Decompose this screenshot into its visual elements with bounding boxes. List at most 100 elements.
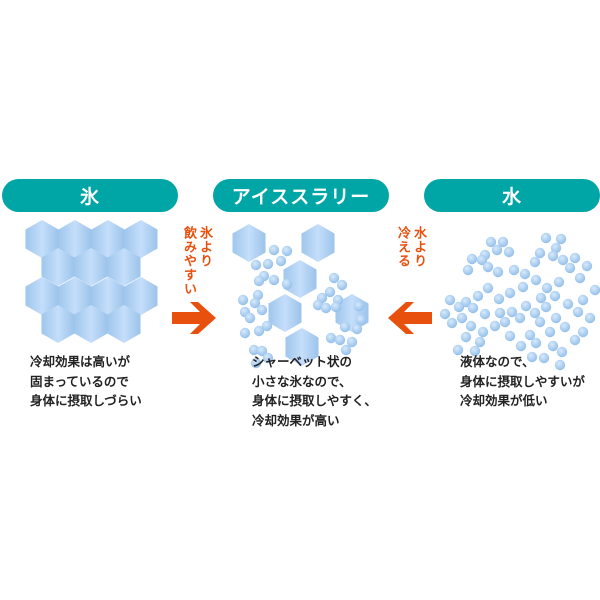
water-droplet — [556, 346, 568, 358]
water-droplet — [482, 261, 494, 273]
caption-line: 身体に摂取しやすいが — [460, 373, 585, 389]
water-droplet — [439, 308, 451, 320]
caption-line: 冷却効果が低い — [460, 393, 548, 408]
water-droplet — [574, 272, 586, 284]
water-droplet — [312, 299, 324, 311]
hexagon-crystal — [268, 294, 302, 332]
caption-line: 冷却効果が高い — [252, 412, 340, 428]
water-droplet — [465, 320, 477, 332]
water-droplet — [503, 246, 515, 258]
caption-line: 小さな氷なので、 — [252, 373, 352, 389]
water-droplet — [444, 294, 456, 306]
water-droplet — [534, 316, 546, 328]
easier-line-1: 氷より — [197, 226, 212, 268]
water-droplet — [544, 326, 556, 338]
water-droplet — [469, 345, 481, 357]
water-droplet — [320, 302, 332, 314]
water-droplet — [324, 286, 336, 298]
water-droplet — [553, 276, 565, 288]
water-droplet — [452, 344, 464, 356]
water-droplet — [250, 259, 262, 271]
hexagon-crystal — [107, 248, 141, 286]
water-droplet — [261, 320, 273, 332]
water-droplet — [268, 274, 280, 286]
caption-line: 固まっているので — [30, 373, 129, 389]
water-droplet — [256, 304, 268, 316]
water-droplet — [554, 359, 566, 371]
caption-line: 冷却効果は高いが — [30, 354, 131, 369]
slurry-water-droplets — [237, 244, 367, 369]
water-droplet — [460, 331, 472, 343]
water-droplet — [550, 312, 562, 324]
water-droplet — [541, 282, 553, 294]
water-droplet — [467, 302, 479, 314]
water-droplet — [485, 236, 497, 248]
arrow-right-icon — [172, 302, 216, 334]
water-droplet — [494, 307, 506, 319]
water-droplet — [524, 329, 536, 341]
water-droplet — [262, 258, 274, 270]
water-droplet — [237, 294, 249, 306]
header-ice: 氷 — [2, 179, 178, 212]
hexagon-crystal — [283, 260, 317, 298]
cools-line-1: 水より — [411, 226, 426, 268]
arrow-left-icon — [388, 302, 432, 334]
caption-water: 液体なので、 身体に摂取しやすいが 冷却効果が低い — [460, 352, 585, 411]
water-droplet — [491, 244, 503, 256]
caption-line: 身体に摂取しやすく、 — [252, 393, 377, 408]
water-droplet — [517, 281, 529, 293]
header-ice-label: 氷 — [79, 186, 100, 208]
water-droplet — [515, 340, 527, 352]
water-droplet — [336, 279, 348, 291]
water-droplet — [476, 254, 488, 266]
water-droplet — [577, 294, 589, 306]
water-droplet — [572, 306, 584, 318]
easier-to-drink-label: 氷より 飲みやすい — [180, 226, 212, 296]
water-droplet — [581, 260, 593, 272]
water-droplet — [557, 254, 569, 266]
water-droplet — [268, 244, 280, 256]
water-droplet — [281, 278, 293, 290]
water-droplet — [549, 290, 561, 302]
water-droplet — [456, 312, 468, 324]
water-droplet — [346, 336, 358, 348]
header-ice-slurry: アイススラリー — [213, 179, 389, 212]
hexagon-crystal — [232, 224, 266, 262]
cools-better-label: 水より 冷える — [394, 226, 426, 268]
hexagon-crystal — [301, 224, 335, 262]
hexagon-crystal — [74, 248, 108, 286]
water-droplet — [239, 327, 251, 339]
water-droplet — [550, 242, 562, 254]
hexagon-crystal — [74, 305, 108, 343]
water-droplet — [253, 325, 265, 337]
water-droplet — [493, 293, 505, 305]
water-droplet — [529, 307, 541, 319]
water-droplet — [330, 301, 342, 313]
water-droplet — [564, 262, 576, 274]
water-droplet — [508, 264, 520, 276]
caption-ice: 冷却効果は高いが 固まっているので 身体に摂取しづらい — [30, 352, 142, 411]
caption-line: シャーベット状の — [252, 354, 353, 369]
hexagon-crystal — [25, 220, 59, 258]
water-droplet — [559, 321, 571, 333]
header-ice-slurry-label: アイススラリー — [231, 186, 371, 208]
water-droplet — [474, 336, 486, 348]
water-droplet — [334, 334, 346, 346]
caption-ice-slurry: シャーベット状の 小さな氷なので、 身体に摂取しやすく、 冷却効果が高い — [252, 352, 377, 430]
water-droplet — [328, 272, 340, 284]
header-water: 水 — [424, 179, 600, 212]
water-droplet — [281, 245, 293, 257]
slurry-ice-crystals — [232, 224, 369, 366]
hexagon-crystal — [58, 220, 92, 258]
water-droplet — [252, 289, 264, 301]
water-droplet — [248, 344, 260, 356]
water-droplet — [353, 300, 365, 312]
water-droplet — [547, 250, 559, 262]
water-droplet — [492, 266, 504, 278]
water-droplet — [355, 314, 367, 326]
water-droplet — [351, 323, 363, 335]
caption-line: 身体に摂取しづらい — [30, 393, 142, 408]
water-droplet — [482, 282, 494, 294]
water-droplet — [339, 321, 351, 333]
